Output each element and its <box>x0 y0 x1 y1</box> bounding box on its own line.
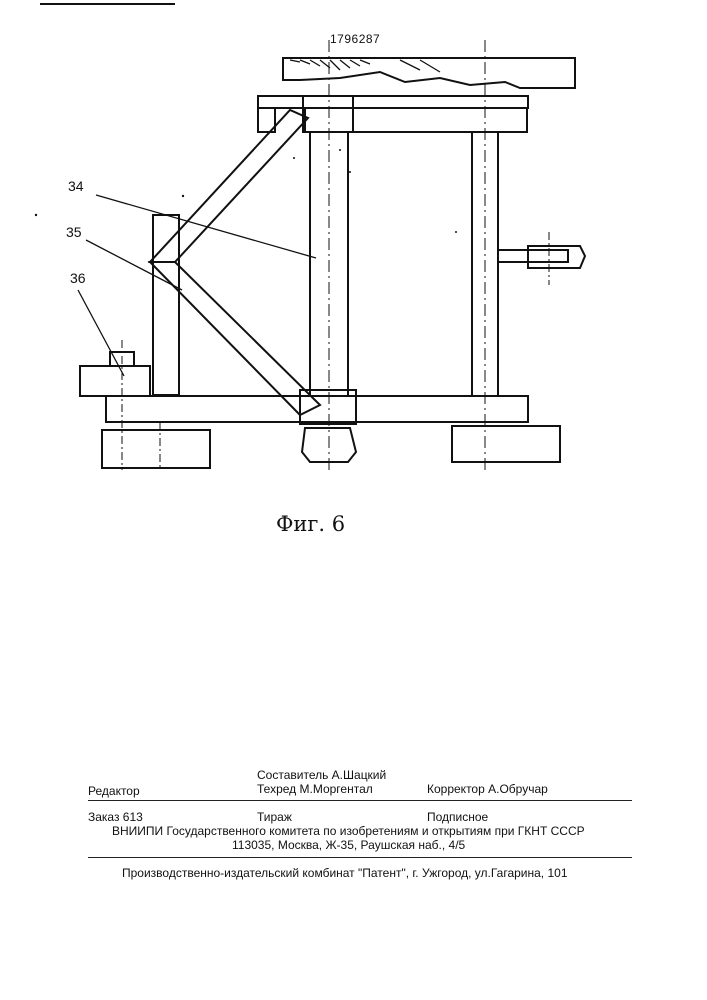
callout-35: 35 <box>66 224 82 240</box>
circulation-label: Тираж <box>257 810 292 824</box>
compiler-line: Составитель А.Шацкий <box>257 768 386 782</box>
scan-noise <box>35 149 457 233</box>
bottom-pads <box>102 422 560 470</box>
central-column <box>303 40 353 470</box>
side-bolt <box>498 232 585 285</box>
subscription-label: Подписное <box>427 810 488 824</box>
publisher-line: Производственно-издательский комбинат "П… <box>122 866 568 880</box>
upper-beam <box>258 96 528 108</box>
right-column <box>472 40 498 470</box>
left-post <box>153 215 179 395</box>
order-line: Заказ 613 <box>88 810 143 824</box>
techred-line: Техред М.Моргентал <box>257 782 373 796</box>
institution-line: ВНИИПИ Государственного комитета по изоб… <box>112 824 585 838</box>
callout-36: 36 <box>70 270 86 286</box>
top-beam <box>283 58 575 88</box>
diagonal-braces <box>150 110 320 415</box>
technical-drawing <box>0 0 707 560</box>
address-line: 113035, Москва, Ж-35, Раушская наб., 4/5 <box>232 838 465 852</box>
figure-caption: Фиг. 6 <box>276 512 345 536</box>
upper-crossbar <box>305 108 527 132</box>
callout-34: 34 <box>68 178 84 194</box>
footer-rule-1 <box>88 800 632 801</box>
callout-leaders <box>78 195 316 376</box>
footer-rule-2 <box>88 857 632 858</box>
corrector-line: Корректор А.Обручар <box>427 782 548 796</box>
editor-label: Редактор <box>88 784 140 798</box>
